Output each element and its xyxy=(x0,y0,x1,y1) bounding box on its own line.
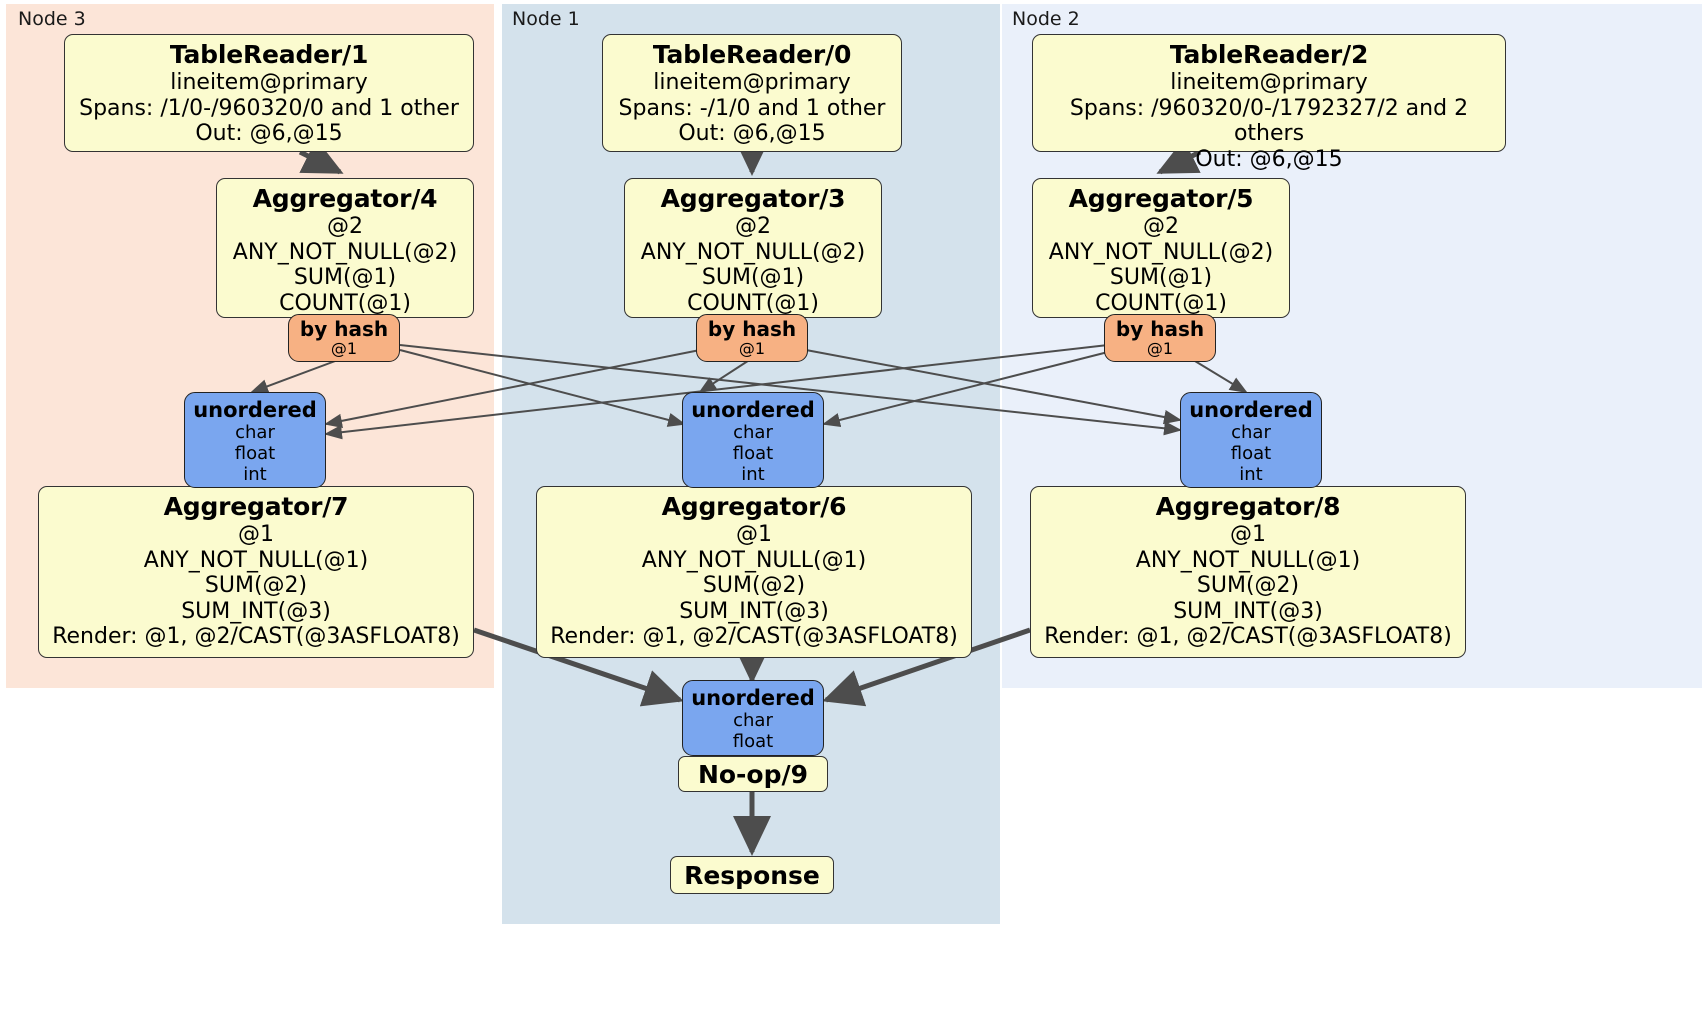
processor-title: TableReader/2 xyxy=(1169,40,1369,69)
processor-line: Render: @1, @2/CAST(@3ASFLOAT8) xyxy=(550,624,958,650)
processor-line: lineitem@primary xyxy=(170,70,368,95)
synchronizer-line: float xyxy=(732,442,774,464)
processor-line: Out: @6,@15 xyxy=(678,121,826,147)
processor-line: @2 xyxy=(735,214,771,239)
processor-line: ANY_NOT_NULL(@2) xyxy=(232,239,458,265)
processor-line: Render: @1, @2/CAST(@3ASFLOAT8) xyxy=(1044,624,1452,650)
synchronizer-line: int xyxy=(741,463,765,485)
processor-table-reader-2[interactable]: TableReader/2 lineitem@primary Spans: /9… xyxy=(1032,34,1506,172)
processor-line: @1 xyxy=(736,522,772,547)
processor-line: Out: @6,@15 xyxy=(1195,146,1343,172)
processor-line: ANY_NOT_NULL(@2) xyxy=(1048,239,1274,265)
synchronizer-title: unordered xyxy=(193,398,317,422)
processor-line: @2 xyxy=(327,214,363,239)
processor-table-reader-0[interactable]: TableReader/0 lineitem@primary Spans: -/… xyxy=(602,34,902,152)
processor-line: SUM(@2) xyxy=(204,573,308,599)
router-by-hash-center[interactable]: by hash @1 xyxy=(696,314,808,362)
processor-line: COUNT(@1) xyxy=(687,290,819,316)
synchronizer-unordered-center[interactable]: unordered char float int xyxy=(682,392,824,488)
processor-title: Aggregator/7 xyxy=(163,492,349,521)
synchronizer-line: char xyxy=(1231,422,1271,444)
processor-title: Response xyxy=(684,860,820,890)
cluster-label-node2: Node 2 xyxy=(1012,8,1080,30)
processor-line: Out: @6,@15 xyxy=(195,121,343,147)
processor-aggregator-7[interactable]: Aggregator/7 @1 ANY_NOT_NULL(@1) SUM(@2)… xyxy=(38,486,474,658)
processor-line: COUNT(@1) xyxy=(279,290,411,316)
synchronizer-line: float xyxy=(732,730,774,752)
synchronizer-unordered-right[interactable]: unordered char float int xyxy=(1180,392,1322,488)
processor-line: Spans: /1/0-/960320/0 and 1 other xyxy=(79,95,459,121)
synchronizer-line: char xyxy=(733,422,773,444)
processor-line: Render: @1, @2/CAST(@3ASFLOAT8) xyxy=(52,624,460,650)
processor-title: TableReader/0 xyxy=(652,40,852,69)
processor-line: SUM_INT(@3) xyxy=(1173,598,1323,624)
processor-aggregator-6[interactable]: Aggregator/6 @1 ANY_NOT_NULL(@1) SUM(@2)… xyxy=(536,486,972,658)
processor-line: lineitem@primary xyxy=(1170,70,1368,95)
processor-line: SUM(@2) xyxy=(1196,573,1300,599)
processor-response[interactable]: Response xyxy=(670,856,834,894)
synchronizer-line: int xyxy=(243,463,267,485)
processor-line: SUM(@1) xyxy=(701,265,805,291)
router-title: by hash xyxy=(299,317,389,341)
processor-line: @2 xyxy=(1143,214,1179,239)
processor-line: Spans: /960320/0-/1792327/2 and 2 others xyxy=(1069,95,1469,147)
processor-title: Aggregator/4 xyxy=(252,184,438,213)
router-line: @1 xyxy=(330,339,358,359)
processor-aggregator-4[interactable]: Aggregator/4 @2 ANY_NOT_NULL(@2) SUM(@1)… xyxy=(216,178,474,318)
processor-line: SUM(@2) xyxy=(702,573,806,599)
synchronizer-unordered-left[interactable]: unordered char float int xyxy=(184,392,326,488)
processor-line: ANY_NOT_NULL(@1) xyxy=(1135,547,1361,573)
processor-line: SUM_INT(@3) xyxy=(181,598,331,624)
processor-table-reader-1[interactable]: TableReader/1 lineitem@primary Spans: /1… xyxy=(64,34,474,152)
router-line: @1 xyxy=(1146,339,1174,359)
processor-title: Aggregator/6 xyxy=(661,492,847,521)
processor-title: TableReader/1 xyxy=(169,40,369,69)
processor-line: @1 xyxy=(238,522,274,547)
processor-aggregator-8[interactable]: Aggregator/8 @1 ANY_NOT_NULL(@1) SUM(@2)… xyxy=(1030,486,1466,658)
processor-line: @1 xyxy=(1230,522,1266,547)
router-line: @1 xyxy=(738,339,766,359)
processor-line: SUM_INT(@3) xyxy=(679,598,829,624)
processor-title: Aggregator/3 xyxy=(660,184,846,213)
processor-line: COUNT(@1) xyxy=(1095,290,1227,316)
synchronizer-line: float xyxy=(234,442,276,464)
processor-title: No-op/9 xyxy=(697,759,809,789)
router-by-hash-left[interactable]: by hash @1 xyxy=(288,314,400,362)
processor-line: ANY_NOT_NULL(@1) xyxy=(143,547,369,573)
processor-line: Spans: -/1/0 and 1 other xyxy=(618,95,886,121)
processor-line: ANY_NOT_NULL(@1) xyxy=(641,547,867,573)
processor-line: SUM(@1) xyxy=(1109,265,1213,291)
synchronizer-line: char xyxy=(733,710,773,732)
cluster-label-node1: Node 1 xyxy=(512,8,580,30)
synchronizer-unordered-final[interactable]: unordered char float xyxy=(682,680,824,756)
synchronizer-line: char xyxy=(235,422,275,444)
processor-aggregator-5[interactable]: Aggregator/5 @2 ANY_NOT_NULL(@2) SUM(@1)… xyxy=(1032,178,1290,318)
processor-title: Aggregator/5 xyxy=(1068,184,1254,213)
cluster-label-node3: Node 3 xyxy=(18,8,86,30)
synchronizer-title: unordered xyxy=(1189,398,1313,422)
processor-noop-9[interactable]: No-op/9 xyxy=(678,756,828,792)
processor-title: Aggregator/8 xyxy=(1155,492,1341,521)
processor-line: ANY_NOT_NULL(@2) xyxy=(640,239,866,265)
processor-line: SUM(@1) xyxy=(293,265,397,291)
router-title: by hash xyxy=(707,317,797,341)
processor-aggregator-3[interactable]: Aggregator/3 @2 ANY_NOT_NULL(@2) SUM(@1)… xyxy=(624,178,882,318)
router-title: by hash xyxy=(1115,317,1205,341)
synchronizer-title: unordered xyxy=(691,686,815,710)
processor-line: lineitem@primary xyxy=(653,70,851,95)
synchronizer-line: int xyxy=(1239,463,1263,485)
synchronizer-line: float xyxy=(1230,442,1272,464)
synchronizer-title: unordered xyxy=(691,398,815,422)
router-by-hash-right[interactable]: by hash @1 xyxy=(1104,314,1216,362)
